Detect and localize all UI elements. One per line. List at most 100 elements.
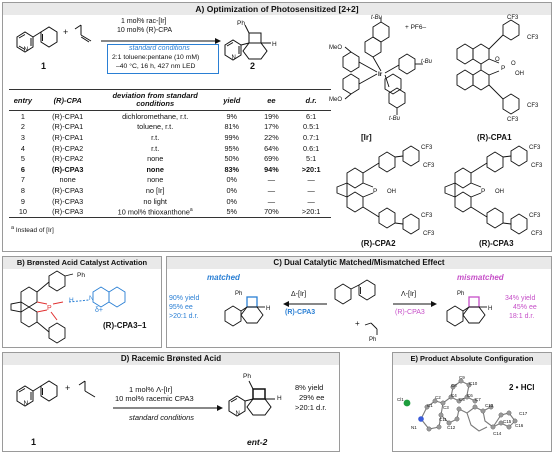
- cell-ee: 69%: [264, 154, 279, 164]
- matched-dr: >20:1 d.r.: [169, 313, 199, 320]
- cell-yield: 83%: [224, 164, 240, 174]
- panel-d-reagent-cpa: 10 mol% racemic CPA3: [115, 394, 194, 403]
- header-deviation: deviation from standard conditions: [112, 91, 198, 108]
- svg-text:Ph: Ph: [237, 20, 245, 27]
- header-cpa: (R)-CPA: [53, 95, 82, 105]
- panel-b-h: H: [69, 297, 74, 304]
- svg-text:P: P: [501, 65, 505, 72]
- atom-c16: C16: [515, 423, 524, 428]
- svg-text:H: H: [272, 41, 277, 48]
- cpa1-structure: P: [456, 19, 520, 115]
- cell-deviation: 10 mol% thioxanthonea: [117, 206, 193, 217]
- atom-c12: C12: [447, 425, 456, 430]
- optimization-table: entry (R)-CPA deviation from standard co…: [9, 89, 331, 218]
- cell-ee: 64%: [264, 143, 279, 153]
- atom-c17: C17: [519, 411, 528, 416]
- cell-yield: 81%: [224, 122, 240, 132]
- atom-c9: C9: [459, 375, 465, 380]
- cell-deviation: none: [147, 154, 164, 164]
- panel-e: E) Product Absolute Configuration Cl1 N1…: [392, 352, 552, 452]
- reagent-ir: 1 mol% rac-[Ir]: [121, 18, 167, 25]
- header-yield: yield: [223, 95, 241, 105]
- matched-catalyst: Δ-[Ir]: [291, 291, 307, 298]
- panel-a: A) Optimization of Photosensitized [2+2]…: [2, 2, 552, 252]
- cpa2-label: (R)-CPA2: [361, 239, 396, 248]
- mismatched-yield: 34% yield: [505, 295, 536, 302]
- cell-ee: 70%: [264, 207, 279, 217]
- ir-label: [Ir]: [361, 133, 372, 142]
- atom-c11: C11: [439, 417, 447, 422]
- cpa2-structure: P: [336, 145, 420, 235]
- styrene-structure: [74, 24, 92, 43]
- panel-a-title: A) Optimization of Photosensitized [2+2]: [3, 3, 551, 15]
- cpa2-cf3-4: CF3: [423, 231, 435, 237]
- cell-entry: 5: [20, 154, 25, 164]
- svg-text:P: P: [481, 188, 485, 195]
- atom-n1: N1: [411, 425, 417, 430]
- cell-entry: 4: [20, 143, 25, 153]
- cell-entry: 2: [20, 122, 25, 132]
- panel-d-ee: 29% ee: [299, 393, 325, 402]
- cell-ee: 22%: [264, 132, 279, 142]
- cell-entry: 7: [20, 175, 25, 185]
- cell-dr: >20:1: [301, 164, 321, 174]
- standard-conditions-box: [107, 44, 219, 74]
- cell-dr: —: [307, 185, 315, 195]
- cell-dr: 0.5:1: [303, 122, 320, 132]
- panel-d-std: standard conditions: [129, 413, 195, 422]
- xray-structure: [403, 378, 518, 432]
- cell-ee: —: [267, 196, 276, 206]
- svg-text:P: P: [373, 188, 377, 195]
- ent-2-ph: Ph: [243, 373, 251, 380]
- plus-sign: +: [63, 27, 69, 37]
- atom-c6: C6: [467, 393, 473, 398]
- matched-label: matched: [207, 273, 240, 282]
- svg-text:Ph: Ph: [235, 291, 242, 297]
- reaction-arrow-a: [101, 38, 221, 44]
- standard-conditions-label: standard conditions: [129, 45, 190, 52]
- mismatched-ee: 45% ee: [513, 304, 537, 311]
- table-header-row: entry (R)-CPA deviation from standard co…: [9, 89, 331, 111]
- panel-b-n: N: [89, 295, 94, 302]
- cpa3-label: (R)-CPA3: [479, 239, 514, 248]
- footnote-marker: a: [189, 206, 193, 213]
- panel-b-label: (R)-CPA3–1: [103, 321, 147, 330]
- mismatched-arrow: [393, 301, 437, 307]
- product-2-label: 2: [250, 61, 256, 71]
- cell-cpa: none: [59, 175, 76, 185]
- panel-b-title: B) Brønsted Acid Catalyst Activation: [3, 257, 161, 269]
- cell-cpa: (R)-CPA3: [52, 185, 84, 195]
- cell-cpa: (R)-CPA2: [52, 143, 84, 153]
- cell-cpa: (R)-CPA3: [52, 196, 84, 206]
- matched-ee: 95% ee: [169, 304, 193, 311]
- pf6-label: + PF6–: [405, 24, 427, 31]
- cpa3-cf3-4: CF3: [531, 231, 543, 237]
- cell-cpa: (R)-CPA2: [52, 154, 84, 164]
- cpa2-cf3-1: CF3: [421, 145, 433, 151]
- cpa3-cf3-2: CF3: [531, 163, 543, 169]
- ent-2-h: H: [277, 395, 282, 402]
- panel-d-styrene-structure: [78, 380, 96, 398]
- panel-e-title: E) Product Absolute Configuration: [393, 353, 551, 365]
- cell-entry: 8: [20, 185, 25, 195]
- atom-c14: C14: [493, 431, 502, 436]
- svg-text:Ir: Ir: [378, 71, 383, 78]
- table-footnote: a Instead of [Ir]: [11, 225, 54, 235]
- cpa3-oh: OH: [495, 189, 504, 195]
- svg-text:Ph: Ph: [457, 291, 464, 297]
- ent-2-structure: N: [228, 380, 275, 417]
- mismatched-product-structure: Ph H: [446, 291, 492, 327]
- atom-c8: C8: [451, 383, 457, 388]
- atom-c7: C7: [475, 397, 481, 402]
- panel-d-yield: 8% yield: [295, 383, 324, 392]
- svg-text:N: N: [24, 400, 29, 407]
- cell-cpa: (R)-CPA1: [52, 132, 84, 142]
- panel-d: D) Racemic Brønsted Acid N 1 + 1 mol% Λ-…: [2, 352, 340, 452]
